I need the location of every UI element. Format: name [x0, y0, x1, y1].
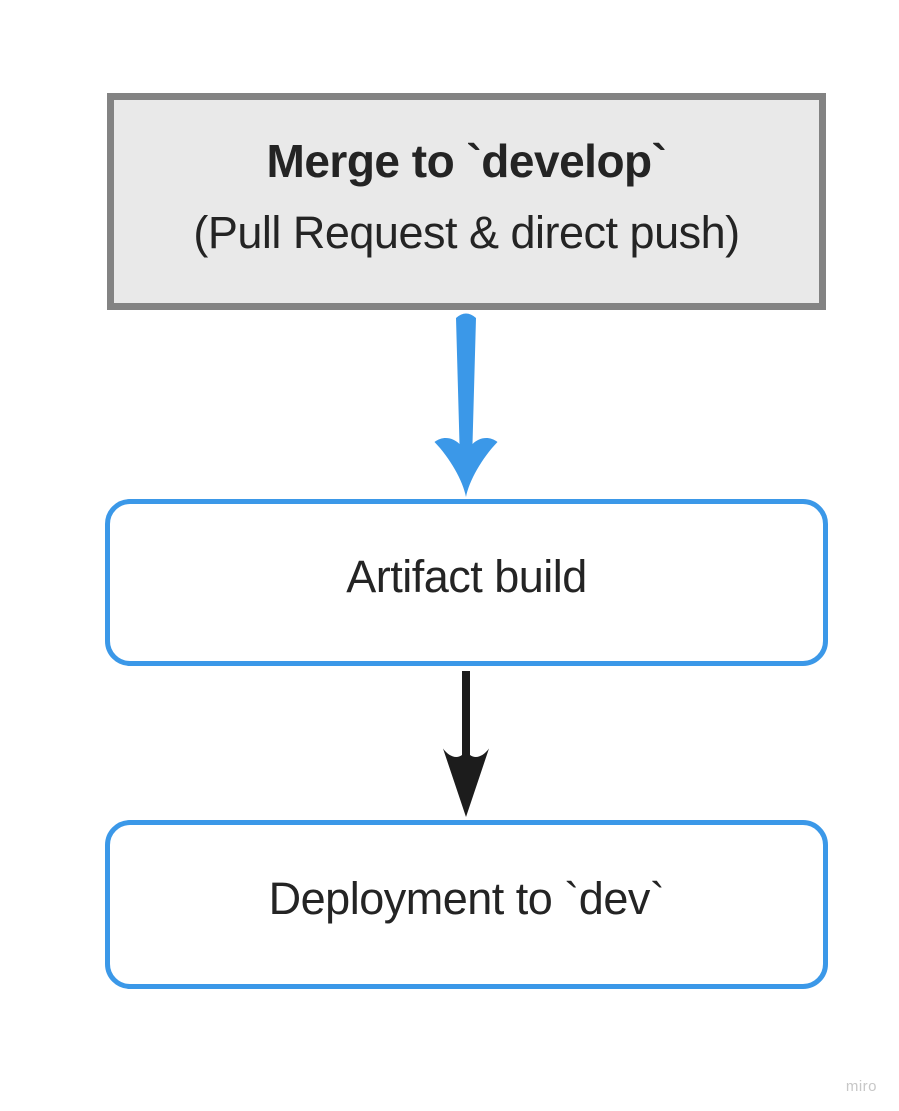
down-arrow-icon: [434, 313, 498, 497]
node-deploy-label: Deployment to `dev`: [268, 872, 665, 924]
node-artifact-build[interactable]: Artifact build: [105, 499, 828, 666]
connector-arrow-merge-to-artifact[interactable]: [426, 311, 506, 499]
node-deployment-dev[interactable]: Deployment to `dev`: [105, 820, 828, 989]
connector-arrow-artifact-to-deploy[interactable]: [438, 670, 494, 819]
down-arrow-icon: [443, 671, 489, 817]
node-merge-title: Merge to `develop`: [266, 134, 667, 187]
node-artifact-label: Artifact build: [346, 550, 587, 602]
node-merge-develop[interactable]: Merge to `develop` (Pull Request & direc…: [107, 93, 826, 310]
miro-watermark: miro: [845, 1078, 877, 1095]
node-merge-subtitle: (Pull Request & direct push): [193, 206, 740, 258]
